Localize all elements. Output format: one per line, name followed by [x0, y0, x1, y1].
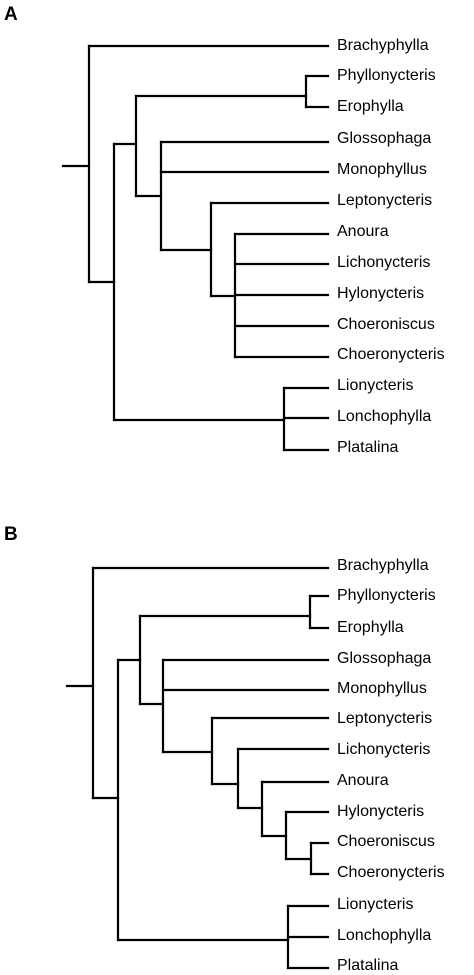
taxon-label: Monophyllus — [337, 680, 427, 697]
cladogram-b: Brachyphylla Phyllonycteris Erophylla Gl… — [65, 557, 445, 974]
taxon-label: Lionycteris — [337, 896, 413, 913]
taxon-label: Lionycteris — [337, 377, 413, 394]
taxon-label: Anoura — [337, 772, 389, 789]
taxon-label: Monophyllus — [337, 161, 427, 178]
taxon-label: Lichonycteris — [337, 741, 430, 758]
panel-a-label: A — [4, 4, 18, 25]
taxon-label: Erophylla — [337, 619, 404, 636]
taxon-label: Erophylla — [337, 98, 404, 115]
taxon-label: Lonchophylla — [337, 408, 431, 425]
taxon-label: Choeronycteris — [337, 346, 445, 363]
taxon-label: Choeroniscus — [337, 316, 435, 333]
taxon-label: Platalina — [337, 957, 398, 974]
taxon-label: Platalina — [337, 439, 398, 456]
taxon-label: Leptonycteris — [337, 710, 432, 727]
cladogram-a: Brachyphylla Phyllonycteris Erophylla Gl… — [61, 37, 445, 456]
taxon-label: Brachyphylla — [337, 557, 429, 574]
taxon-label: Phyllonycteris — [337, 587, 436, 604]
taxon-label: Glossophaga — [337, 650, 431, 667]
taxon-label: Choeronycteris — [337, 864, 445, 881]
taxon-label: Anoura — [337, 223, 389, 240]
taxon-label: Lonchophylla — [337, 927, 431, 944]
taxon-label: Brachyphylla — [337, 37, 429, 54]
taxon-label: Glossophaga — [337, 130, 431, 147]
taxon-label: Phyllonycteris — [337, 67, 436, 84]
taxon-label: Hylonycteris — [337, 803, 424, 820]
taxon-label: Lichonycteris — [337, 254, 430, 271]
panel-b-label: B — [4, 524, 18, 545]
taxon-label: Leptonycteris — [337, 192, 432, 209]
taxon-label: Hylonycteris — [337, 285, 424, 302]
taxon-label: Choeroniscus — [337, 833, 435, 850]
